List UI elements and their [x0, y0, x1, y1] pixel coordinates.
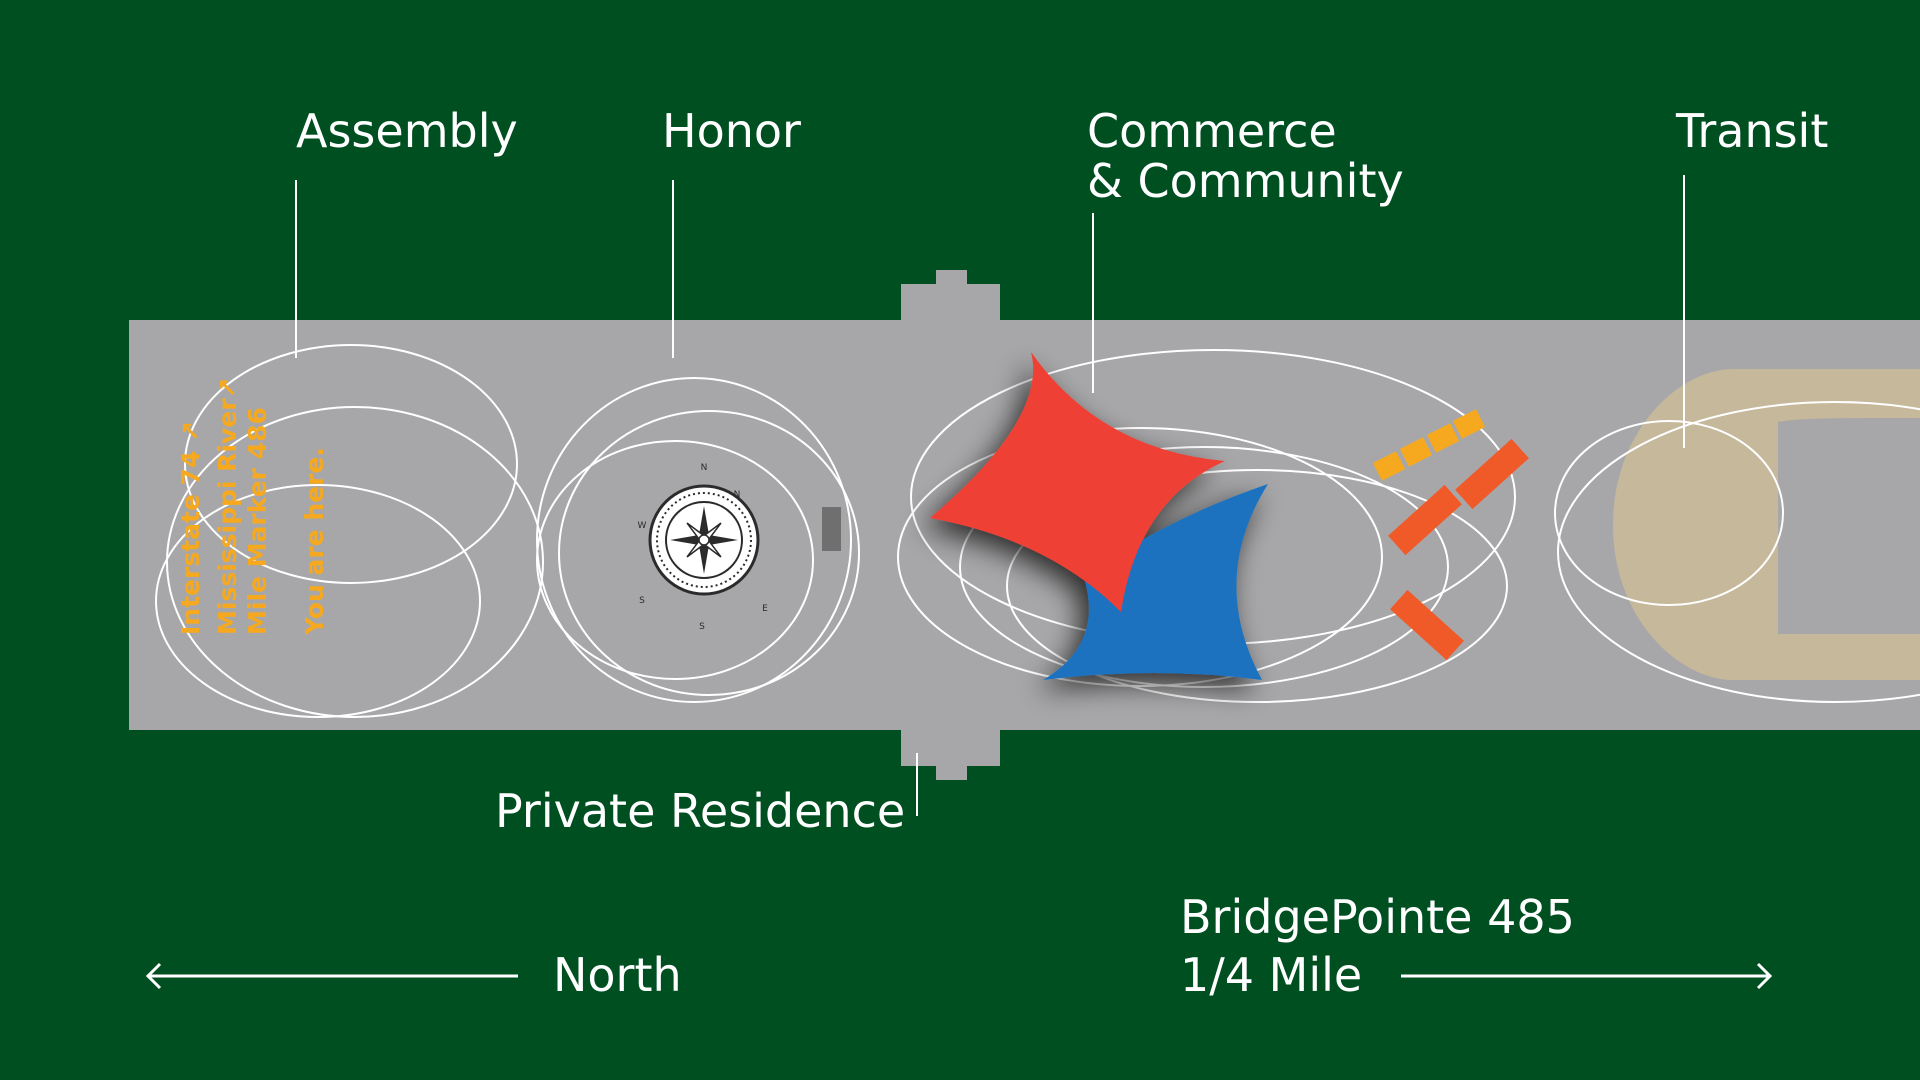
compass-e: E [762, 604, 768, 614]
zone-label-assembly: Assembly [296, 104, 518, 158]
private-residence-label: Private Residence [495, 784, 906, 838]
direction-arrows [145, 962, 1773, 990]
destination-label: BridgePointe 485 [1180, 890, 1575, 944]
zone-label-commerce-1: Commerce [1087, 104, 1337, 158]
zone-label-honor: Honor [662, 104, 801, 158]
assembly-ring-1 [184, 344, 518, 584]
interstate-arrow-icon: ↗ [176, 420, 205, 442]
compass-n: N [701, 463, 708, 473]
compass-nw: N [734, 490, 741, 500]
assembly-ring-3 [155, 484, 481, 718]
bench-orange-3 [1390, 589, 1464, 661]
interstate-label: Interstate 74 ↗ [176, 420, 205, 635]
honor-ring-2 [558, 410, 860, 696]
commerce-ring-2 [897, 427, 1383, 687]
river-arrow-icon: ↗ [213, 377, 242, 399]
north-arrowhead-icon [145, 962, 162, 990]
you-are-here-label: You are here. [300, 447, 329, 635]
north-label: North [553, 948, 682, 1002]
blue-sail [1043, 484, 1268, 680]
honor-plaque [822, 507, 841, 551]
compass-rose-icon: N E S W N S [638, 463, 769, 632]
assembly-ring-2 [166, 406, 544, 718]
commerce-ring-3 [959, 446, 1449, 688]
seat-yellow-2 [1399, 437, 1433, 467]
zone-outlines [155, 344, 1920, 718]
compass-s: S [639, 596, 645, 606]
leader-lines [295, 175, 1685, 816]
honor-ring-1 [536, 377, 852, 703]
compass-se: S [699, 622, 705, 632]
shade-sails [930, 352, 1268, 680]
transit-ring-2 [1557, 401, 1920, 703]
transit-ring-1 [1554, 420, 1784, 606]
distance-label: 1/4 Mile [1180, 948, 1363, 1002]
bench-orange-2 [1388, 484, 1462, 556]
seat-yellow-4 [1452, 409, 1486, 439]
commerce-ring-4 [1006, 469, 1508, 703]
river-label: Mississippi River↗ [213, 377, 242, 635]
bench-orange-1 [1455, 438, 1529, 510]
compass-w: W [638, 521, 647, 531]
red-sail [930, 352, 1225, 612]
honor-ring-3 [536, 440, 814, 680]
seat-yellow-3 [1426, 423, 1460, 453]
south-arrowhead-icon [1756, 962, 1773, 990]
zone-label-transit: Transit [1676, 104, 1829, 158]
mile-marker-label: Mile Marker 486 [243, 407, 272, 635]
seat-yellow-1 [1372, 451, 1406, 481]
transit-loop [1613, 369, 1920, 680]
seating-blocks [1372, 409, 1529, 661]
zone-label-commerce-2: & Community [1087, 154, 1404, 208]
